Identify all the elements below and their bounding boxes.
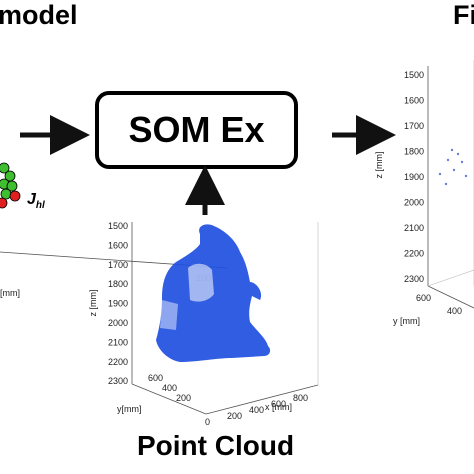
rp-z-tick: 1500 bbox=[404, 70, 424, 80]
pc-z-tick: 2100 bbox=[108, 337, 128, 347]
pc-x-tick: 200 bbox=[227, 411, 242, 421]
rp-z-tick: 2300 bbox=[404, 274, 424, 284]
rp-y-axis-label: y [mm] bbox=[393, 316, 420, 326]
pc-y-tick: 400 bbox=[162, 383, 177, 393]
pc-z-ticks: 1500 1600 1700 1800 1900 2000 2100 2200 2300 bbox=[108, 221, 128, 386]
rp-z-tick: 1700 bbox=[404, 121, 424, 131]
rp-z-tick: 1600 bbox=[404, 96, 424, 106]
fit-result-plot: 1500 1600 1700 1800 1900 2000 2100 2200 2300 z [… bbox=[374, 60, 474, 326]
pc-x-tick: 400 bbox=[249, 405, 264, 415]
pc-z-tick: 1500 bbox=[108, 221, 128, 231]
point-cloud-caption: Point Cloud bbox=[137, 430, 295, 461]
left-panel-title: model bbox=[0, 0, 78, 30]
rp-z-axis-label: z [mm] bbox=[374, 152, 384, 179]
rp-z-tick: 2000 bbox=[404, 198, 424, 208]
point-cloud-shape bbox=[156, 224, 271, 362]
rp-z-tick: 2200 bbox=[404, 249, 424, 259]
pc-z-tick: 2300 bbox=[108, 376, 128, 386]
rp-z-tick: 2100 bbox=[404, 223, 424, 233]
pc-z-tick: 1700 bbox=[108, 260, 128, 270]
right-panel-title: Fi bbox=[453, 0, 474, 30]
rp-z-tick: 1800 bbox=[404, 147, 424, 157]
pc-y-axis-label: y[mm] bbox=[117, 404, 142, 414]
joint-label: Jhl bbox=[27, 191, 45, 211]
pc-z-tick: 1800 bbox=[108, 279, 128, 289]
rp-y-tick: 600 bbox=[416, 293, 431, 303]
pc-x-tick: 800 bbox=[293, 393, 308, 403]
pc-x-axis-label: x [mm] bbox=[265, 402, 292, 412]
rp-y-tick: 400 bbox=[447, 306, 462, 316]
pc-y-tick: 200 bbox=[176, 393, 191, 403]
fit-markers bbox=[438, 148, 468, 186]
rp-y-ticks: 600 400 bbox=[416, 293, 462, 316]
rp-z-ticks: 1500 1600 1700 1800 1900 2000 2100 2200 2300 bbox=[404, 70, 424, 284]
pc-y-tick: 600 bbox=[148, 373, 163, 383]
pc-x-tick: 600 bbox=[271, 399, 286, 409]
pc-x-ticks: 0 200 400 600 800 bbox=[205, 393, 308, 427]
joint-markers bbox=[0, 162, 21, 209]
left-axis-fragment: [mm] bbox=[0, 288, 20, 298]
pc-z-tick: 1600 bbox=[108, 240, 128, 250]
pc-z-tick: 2200 bbox=[108, 357, 128, 367]
rp-z-tick: 1900 bbox=[404, 172, 424, 182]
pc-z-tick: 1900 bbox=[108, 299, 128, 309]
pc-z-axis-label: z [mm] bbox=[88, 290, 98, 317]
som-ex-label: SOM Ex bbox=[128, 109, 265, 150]
pc-z-tick: 2000 bbox=[108, 318, 128, 328]
pc-x-tick: 0 bbox=[205, 417, 210, 427]
